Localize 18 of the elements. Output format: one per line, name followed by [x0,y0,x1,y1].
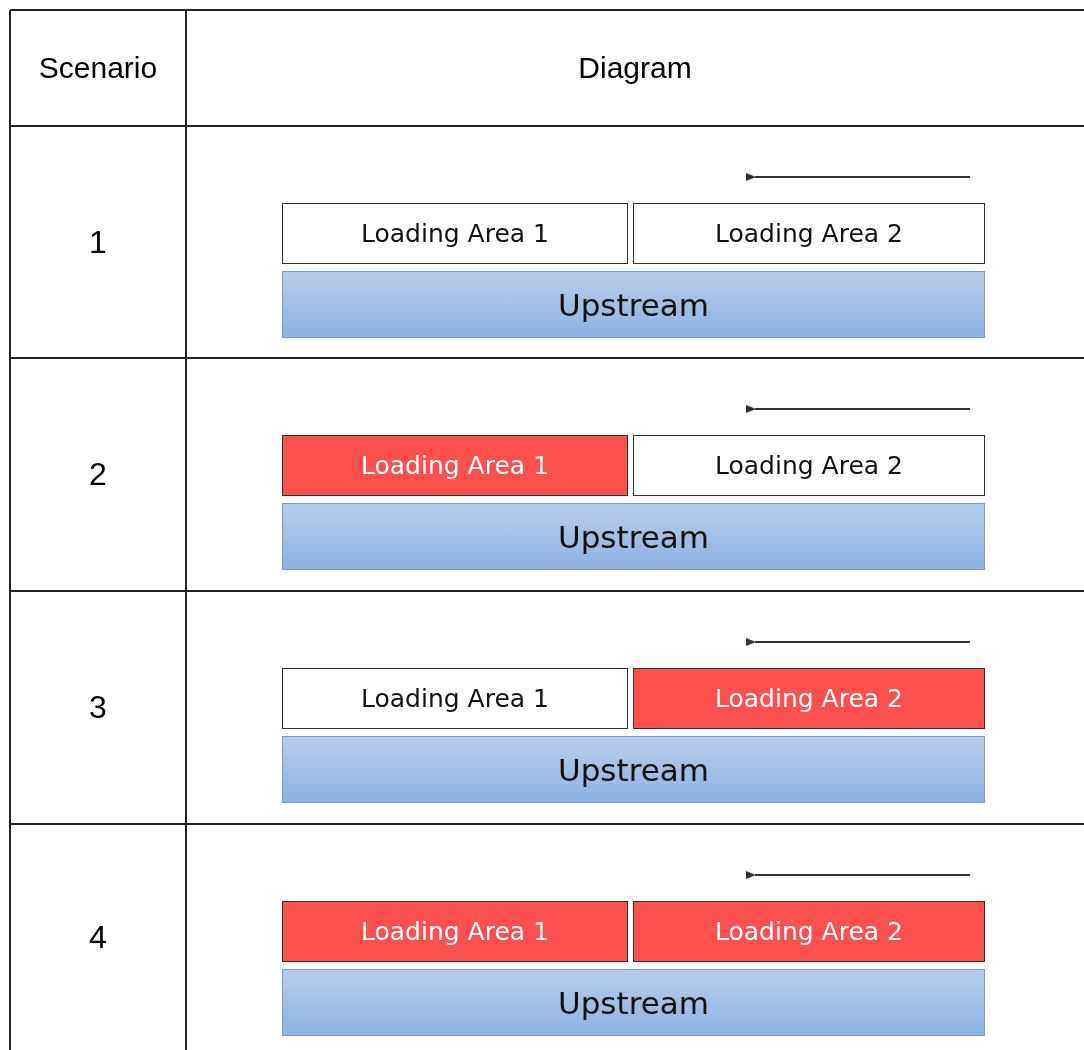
area-box: Loading Area 1 [282,668,628,729]
upstream-bar: Upstream [282,969,985,1036]
upstream-bar: Upstream [282,271,985,338]
area-box: Loading Area 2 [633,203,985,264]
column-header: Diagram [578,51,692,85]
highlighted-area-box: Loading Area 1 [282,901,628,962]
area-box: Loading Area 2 [633,435,985,496]
scenario-number: 3 [89,689,107,726]
highlighted-area-box: Loading Area 2 [633,901,985,962]
upstream-bar: Upstream [282,503,985,570]
highlighted-area-box: Loading Area 2 [633,668,985,729]
area-box: Loading Area 1 [282,203,628,264]
upstream-bar: Upstream [282,736,985,803]
highlighted-area-box: Loading Area 1 [282,435,628,496]
scenario-number: 1 [89,223,107,261]
scenario-number: 2 [89,456,107,493]
scenario-number: 4 [89,918,107,956]
column-header: Scenario [38,51,158,85]
